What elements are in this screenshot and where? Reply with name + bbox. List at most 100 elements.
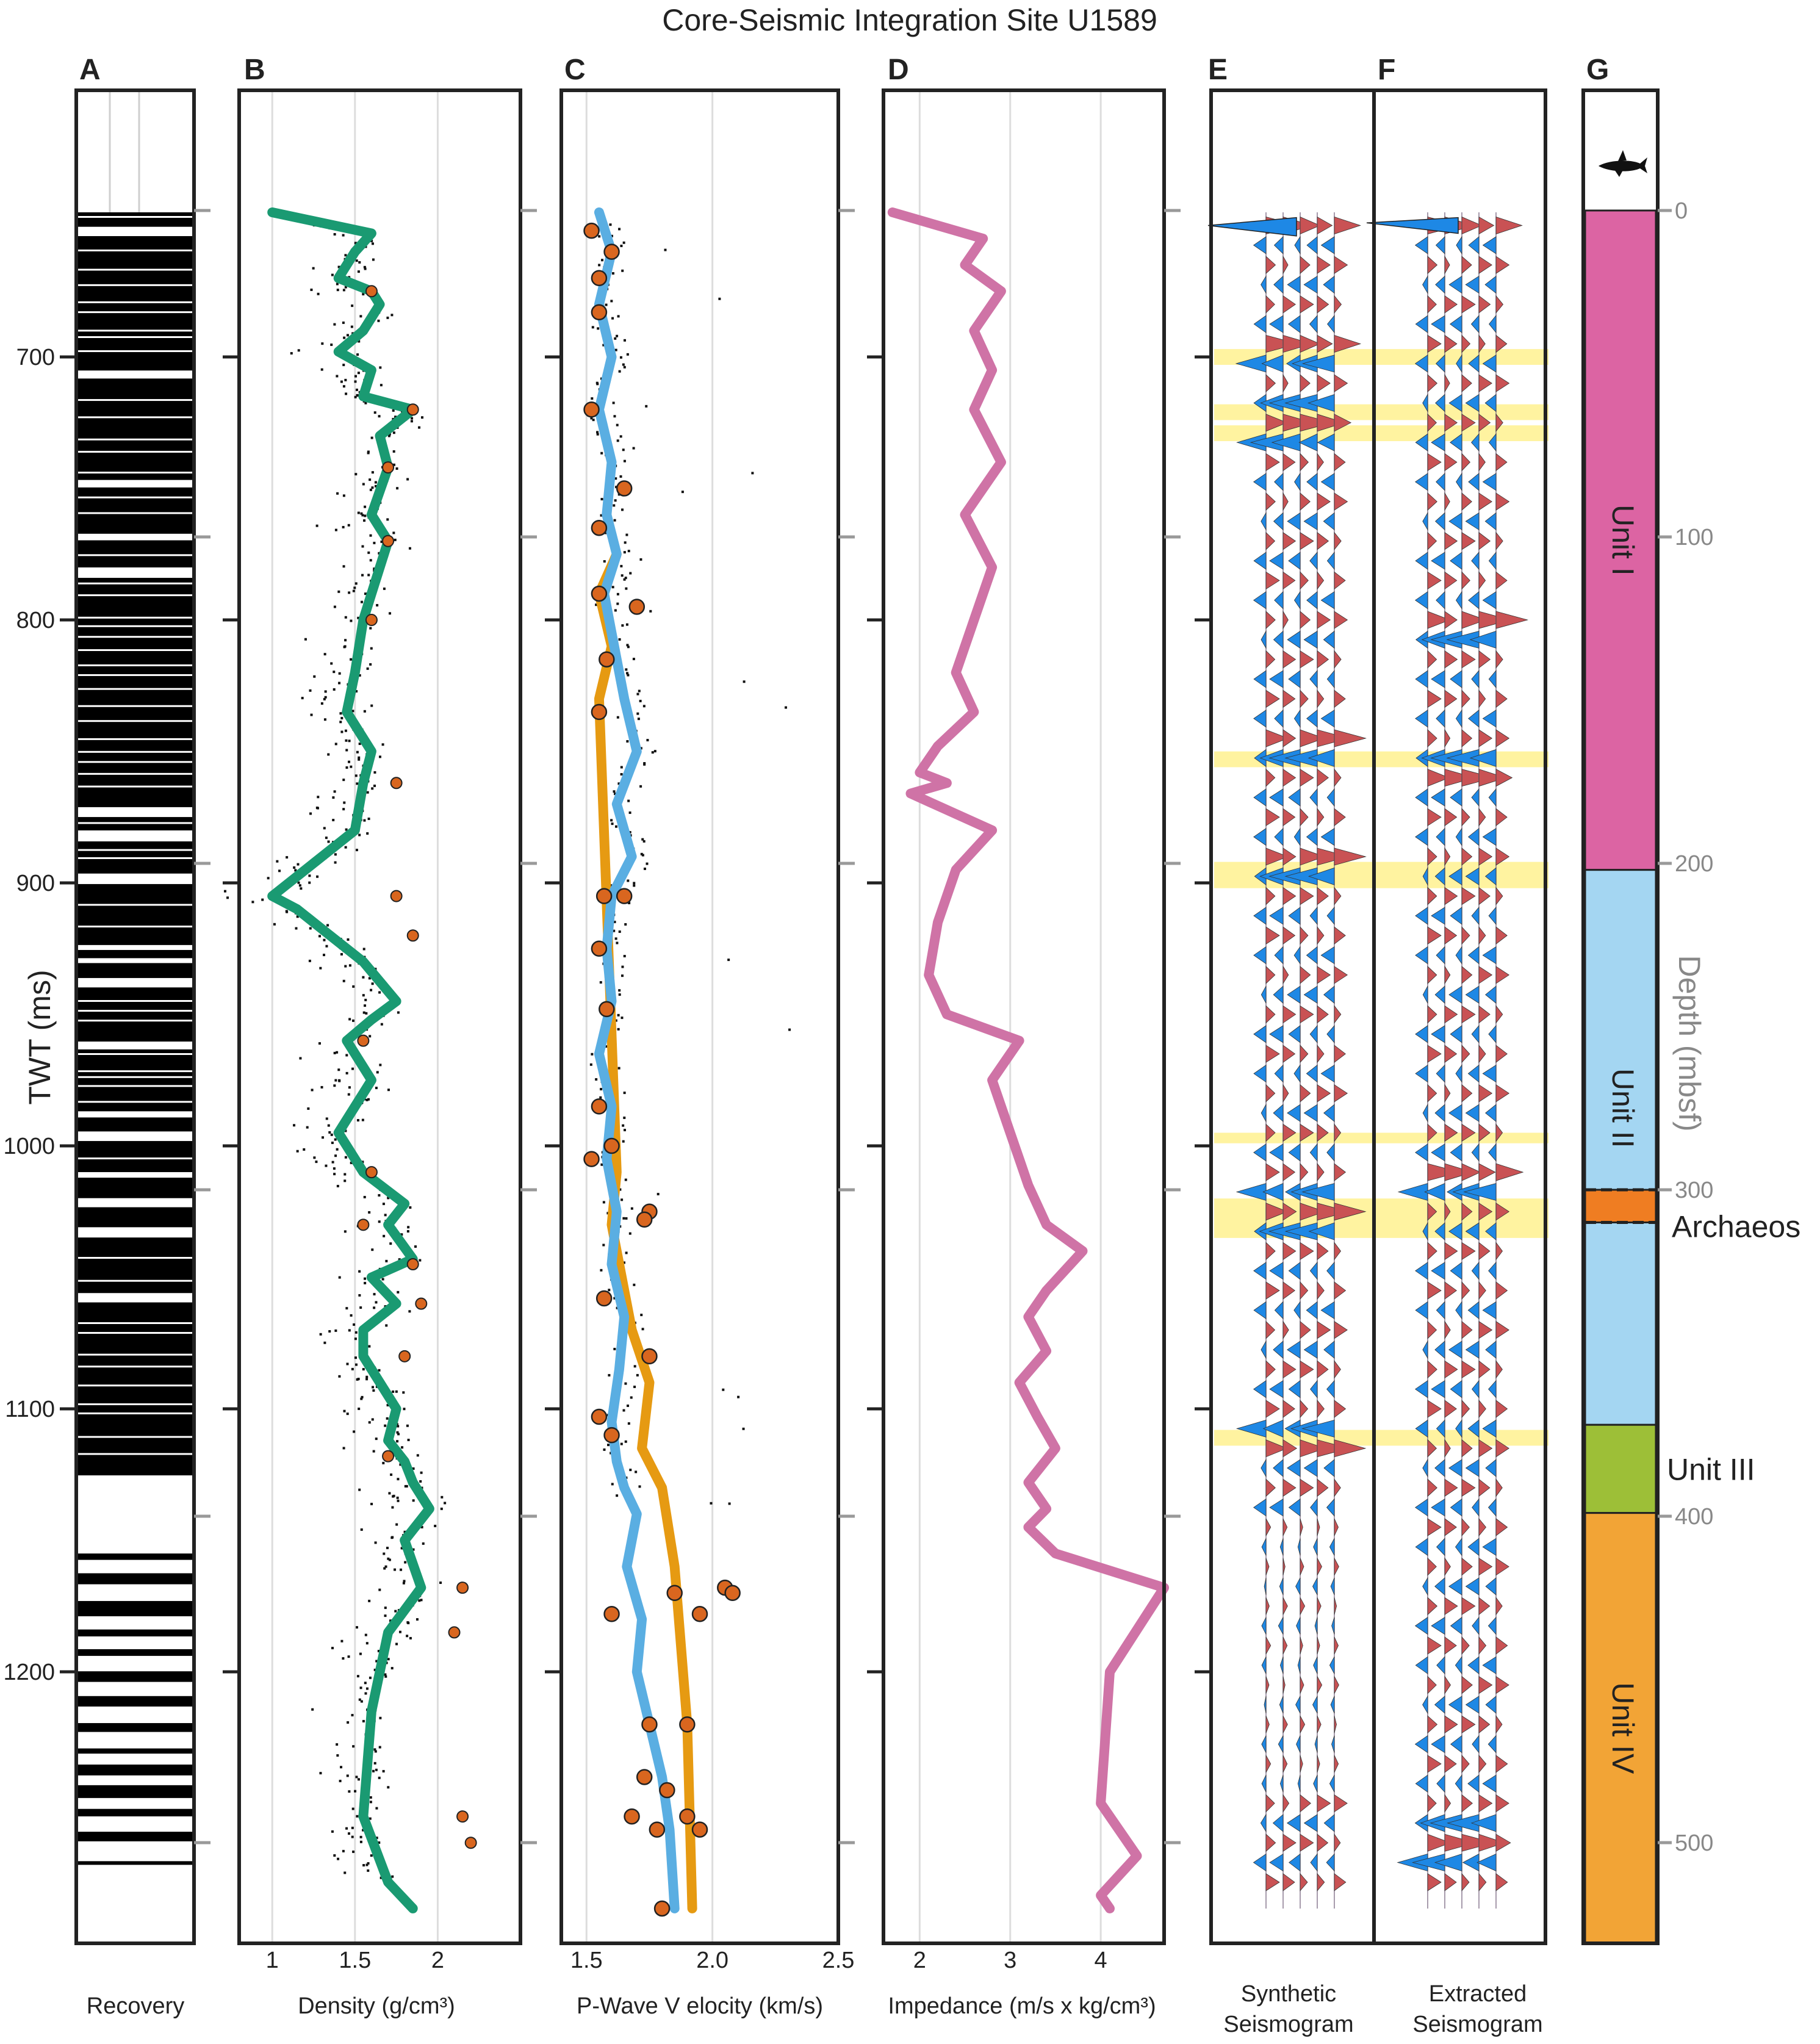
extracted-wiggle: [1478, 334, 1486, 353]
synthetic-wiggle: [1300, 1005, 1314, 1024]
density-sample: [347, 1655, 350, 1658]
density-sample: [358, 261, 361, 264]
extracted-wiggle: [1495, 453, 1508, 472]
density-sample: [398, 1630, 401, 1633]
synthetic-first-event: [1207, 217, 1297, 237]
extracted-wiggle: [1482, 236, 1497, 254]
extracted-wiggle: [1422, 394, 1428, 412]
synthetic-wiggle: [1309, 788, 1318, 807]
synthetic-wiggle: [1334, 1084, 1348, 1103]
extracted-wiggle: [1482, 1774, 1497, 1793]
density-sample: [370, 988, 373, 991]
density-sample: [378, 1220, 381, 1223]
synthetic-wiggle: [1334, 1163, 1347, 1181]
extracted-wiggle: [1436, 946, 1445, 965]
density-core-point: [357, 1034, 370, 1047]
density-sample: [365, 1642, 369, 1645]
density-sample: [344, 846, 347, 849]
extracted-wiggle: [1422, 511, 1428, 531]
density-sample: [353, 1323, 356, 1326]
recovery-bar: [78, 473, 192, 480]
density-sample: [323, 938, 326, 941]
synthetic-wiggle: [1317, 1794, 1331, 1813]
density-sample: [414, 1245, 417, 1248]
extracted-wiggle: [1471, 1261, 1480, 1280]
extracted-wiggle: [1397, 1182, 1428, 1201]
density-sample: [350, 765, 353, 768]
synthetic-wiggle: [1300, 1478, 1314, 1497]
extracted-wiggle: [1422, 1340, 1428, 1359]
extracted-wiggle: [1435, 512, 1445, 531]
unit-label: Archaeos: [1672, 1210, 1800, 1244]
extracted-wiggle: [1444, 808, 1458, 827]
synthetic-wiggle: [1288, 1025, 1301, 1043]
extracted-wiggle: [1436, 1538, 1445, 1556]
synthetic-wiggle: [1282, 1163, 1296, 1181]
extracted-wiggle: [1444, 1400, 1457, 1418]
density-sample: [337, 1857, 340, 1860]
synthetic-wiggle: [1282, 1123, 1297, 1142]
density-sample: [386, 1417, 389, 1420]
density-sample: [440, 1507, 443, 1510]
velocity-sample: [600, 514, 603, 517]
velocity-sample: [624, 1178, 627, 1181]
recovery-bar: [78, 1055, 192, 1071]
recovery-bar: [78, 1334, 192, 1354]
synthetic-wiggle: [1334, 374, 1348, 392]
velocity-sample: [614, 937, 617, 940]
density-sample: [357, 270, 360, 273]
extracted-wiggle: [1431, 788, 1445, 807]
density-sample: [330, 344, 333, 347]
extracted-wiggle: [1461, 1557, 1473, 1576]
extracted-wiggle: [1488, 669, 1497, 689]
extracted-wiggle: [1427, 1123, 1437, 1142]
extracted-wiggle: [1471, 669, 1480, 689]
recovery-bar: [78, 1021, 192, 1042]
extracted-wiggle: [1427, 374, 1437, 393]
velocity-sample: [621, 508, 624, 511]
density-sample: [386, 316, 389, 319]
unit-box: [1584, 1423, 1657, 1514]
extracted-wiggle: [1448, 1340, 1462, 1359]
velocity-sample: [616, 1494, 619, 1497]
density-sample: [313, 675, 316, 678]
synthetic-wiggle: [1317, 729, 1350, 747]
density-sample: [410, 420, 413, 423]
density-sample: [344, 254, 347, 257]
synthetic-wiggle: [1253, 827, 1267, 846]
synthetic-wiggle: [1274, 472, 1284, 491]
density-sample: [342, 779, 345, 782]
extracted-wiggle: [1431, 1380, 1445, 1398]
density-sample: [351, 1714, 354, 1717]
density-sample: [363, 265, 366, 268]
synthetic-wiggle: [1282, 492, 1289, 511]
synthetic-wiggle: [1303, 1340, 1318, 1359]
extracted-wiggle: [1427, 1794, 1437, 1813]
density-tick-label: 2: [431, 1948, 444, 1973]
extracted-wiggle: [1436, 354, 1445, 373]
velocity-sample: [617, 782, 620, 785]
synthetic-wiggle: [1317, 1123, 1329, 1142]
synthetic-wiggle: [1265, 611, 1276, 629]
density-sample: [334, 1329, 337, 1332]
extracted-wiggle: [1495, 1518, 1508, 1536]
density-sample: [408, 547, 411, 550]
density-core-point: [406, 929, 419, 942]
velocity-sample: [618, 930, 621, 933]
velocity-core-point: [591, 940, 608, 957]
extracted-wiggle: [1434, 1222, 1445, 1241]
density-sample: [397, 1478, 400, 1481]
density-sample: [251, 901, 254, 904]
extracted-wiggle: [1444, 1439, 1451, 1458]
synthetic-wiggle: [1265, 1716, 1270, 1733]
density-sample: [366, 667, 369, 670]
extracted-wiggle: [1461, 1360, 1476, 1379]
density-sample: [374, 1541, 377, 1544]
density-sample: [395, 1523, 398, 1526]
recovery-bar: [78, 883, 192, 904]
synthetic-wiggle: [1260, 1813, 1267, 1833]
density-sample: [364, 1682, 367, 1685]
density-sample: [363, 519, 366, 522]
synthetic-wiggle: [1317, 433, 1335, 452]
velocity-sample: [651, 751, 654, 754]
